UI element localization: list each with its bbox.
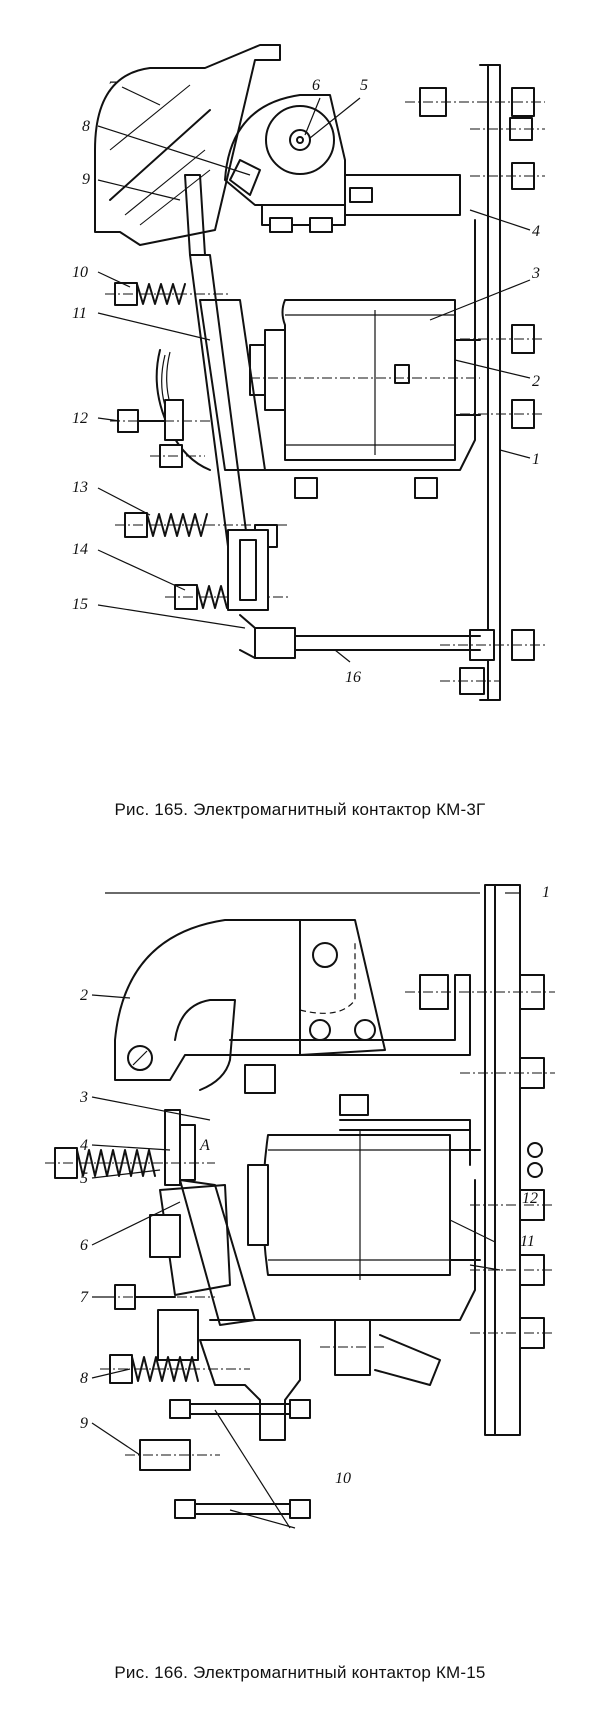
panel-bolts (405, 974, 555, 1349)
callout-1: 1 (542, 884, 550, 901)
callout-3: 3 (531, 265, 540, 282)
figure-km-3g: 7 8 9 10 11 12 13 14 15 16 6 5 4 3 2 1 (0, 0, 600, 800)
callout-8: 8 (80, 1370, 88, 1387)
km-3g-drawing: 7 8 9 10 11 12 13 14 15 16 6 5 4 3 2 1 (72, 44, 545, 701)
callout-13: 13 (72, 479, 88, 496)
leader-lines (91, 892, 520, 1529)
callout-11: 11 (520, 1233, 535, 1250)
callout-16: 16 (345, 669, 361, 686)
callouts: 1 2 3 4 5 A 6 7 8 9 10 11 12 (79, 884, 550, 1487)
coil-assembly (209, 1119, 481, 1321)
callout-15: 15 (72, 596, 88, 613)
callout-6: 6 (80, 1237, 88, 1254)
callout-12: 12 (72, 410, 88, 427)
upper-bracket (224, 94, 461, 233)
callout-10: 10 (72, 264, 88, 281)
callout-9: 9 (80, 1415, 88, 1432)
side-bolts (110, 399, 438, 611)
callout-11: 11 (72, 305, 87, 322)
coil-assembly (239, 219, 481, 471)
callout-8: 8 (82, 118, 90, 135)
springs (45, 1147, 250, 1384)
tie-rod (239, 614, 481, 659)
callout-5: 5 (80, 1170, 88, 1187)
leader-lines (97, 86, 531, 663)
upper-bracket (174, 974, 471, 1116)
marker-a: A (199, 1137, 210, 1154)
callout-9: 9 (82, 171, 90, 188)
callout-3: 3 (79, 1089, 88, 1106)
callout-2: 2 (80, 987, 88, 1004)
km-15-drawing: 1 2 3 4 5 A 6 7 8 9 10 11 12 (45, 884, 555, 1529)
callout-1: 1 (532, 451, 540, 468)
callout-2: 2 (532, 373, 540, 390)
callout-7: 7 (80, 1289, 89, 1306)
caption-fig-165: Рис. 165. Электромагнитный контактор КМ-… (114, 800, 486, 819)
callout-5: 5 (360, 77, 368, 94)
callout-7: 7 (108, 79, 117, 96)
callouts: 7 8 9 10 11 12 13 14 15 16 6 5 4 3 2 1 (72, 77, 540, 686)
callout-4: 4 (80, 1137, 88, 1154)
callout-12: 12 (522, 1190, 538, 1207)
callout-6: 6 (312, 77, 320, 94)
callout-4: 4 (532, 223, 540, 240)
callout-10: 10 (335, 1470, 351, 1487)
mounting-panel (479, 64, 501, 701)
arc-chute (94, 44, 281, 246)
armature-lever (149, 1109, 301, 1441)
callout-14: 14 (72, 541, 88, 558)
figure-km-15: 1 2 3 4 5 A 6 7 8 9 10 11 12 (0, 880, 600, 1640)
caption-fig-166: Рис. 166. Электромагнитный контактор КМ-… (114, 1663, 486, 1682)
mounting-panel (484, 884, 521, 1436)
